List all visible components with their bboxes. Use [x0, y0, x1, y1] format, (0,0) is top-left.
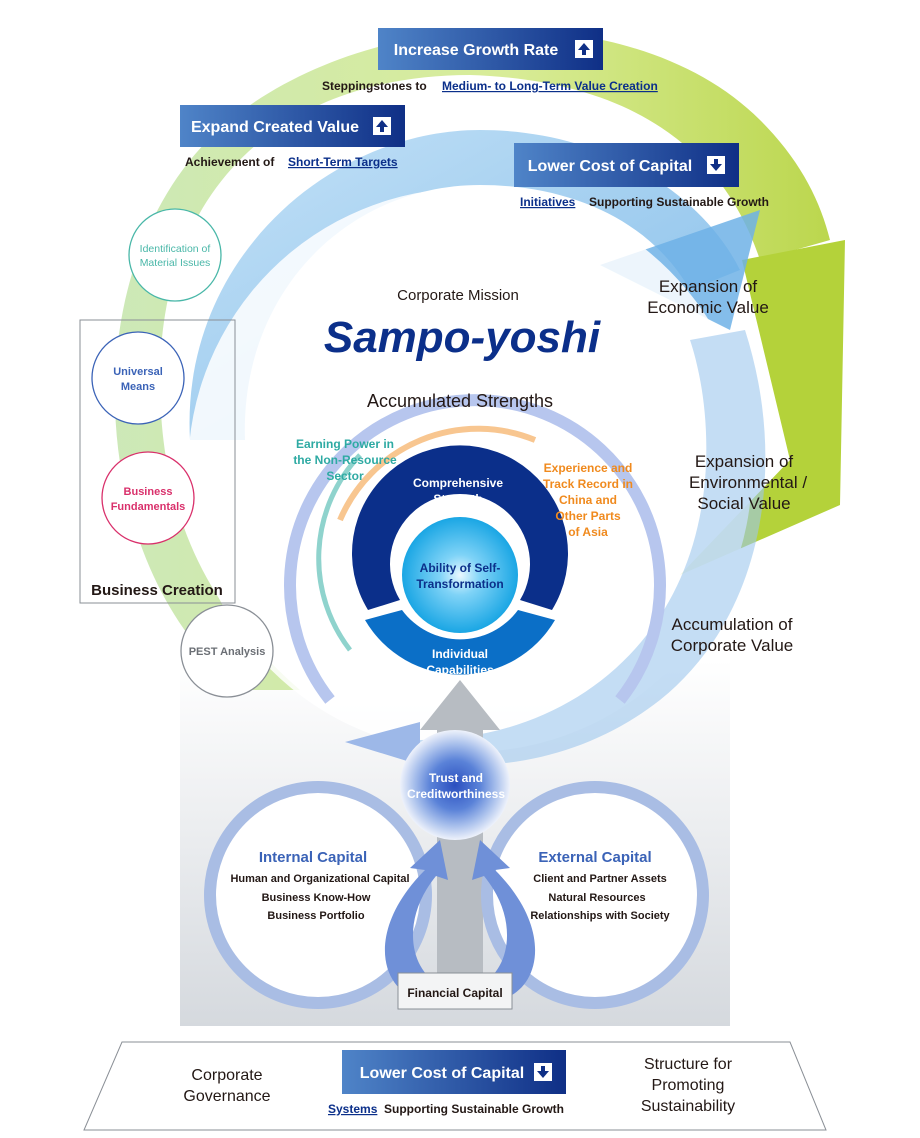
mission-title: Sampo-yoshi	[324, 313, 601, 362]
earning-power-line-2: the Non-Resource	[293, 453, 397, 467]
environmental-line-3: Social Value	[697, 494, 790, 513]
pest-analysis-circle	[180, 604, 274, 698]
arrow-down-icon	[534, 1063, 552, 1081]
blue-arrow-head	[600, 210, 760, 330]
return-arrow	[345, 722, 420, 765]
trust-circle	[400, 730, 510, 840]
lower-cost-caption-suffix: Supporting Sustainable Growth	[589, 195, 769, 209]
earning-power-line-1: Earning Power in	[296, 437, 394, 451]
external-capital-title: External Capital	[538, 849, 651, 866]
earning-power-line-3: Sector	[326, 469, 364, 483]
bottom-systems-link: Systems	[328, 1102, 378, 1116]
business-fundamentals-circle	[101, 451, 195, 545]
expand-value-caption-prefix: Achievement of	[185, 155, 275, 169]
arrow-down-icon	[707, 156, 725, 174]
external-capital-item-2: Natural Resources	[548, 892, 645, 904]
identification-circle	[128, 208, 222, 302]
fundamentals-line-1: Business	[124, 486, 173, 498]
universal-means-circle	[91, 331, 185, 425]
corporate-value-line-2: Corporate Value	[671, 636, 794, 655]
increase-growth-label: Increase Growth Rate	[394, 42, 559, 59]
environmental-line-2: Environmental /	[689, 473, 807, 492]
increase-growth-caption-link: Medium- to Long-Term Value Creation	[442, 79, 658, 93]
green-arrow-head	[680, 240, 845, 575]
experience-arc	[337, 425, 537, 522]
economic-line-2: Economic Value	[647, 298, 769, 317]
increase-growth-caption-prefix: Steppingstones to	[322, 79, 427, 93]
corporate-value-line-1: Accumulation of	[672, 615, 793, 634]
business-creation-label: Business Creation	[91, 582, 223, 599]
internal-capital-item-3: Business Portfolio	[267, 910, 364, 922]
individual-line-2: Capabilities	[426, 663, 494, 677]
self-transformation-line-2: Transformation	[416, 577, 503, 591]
experience-line-2: Track Record in	[543, 477, 633, 491]
pest-analysis-label: PEST Analysis	[189, 646, 266, 658]
experience-line-3: China and	[559, 493, 617, 507]
sustainability-line-2: Promoting	[652, 1077, 725, 1094]
lower-cost-box	[514, 143, 739, 187]
internal-up-arrow	[384, 840, 448, 1000]
universal-line-2: Means	[121, 381, 155, 393]
external-capital-item-3: Relationships with Society	[530, 910, 670, 922]
environmental-line-1: Expansion of	[695, 452, 794, 471]
self-transformation-line-1: Ability of Self-	[420, 561, 501, 575]
lower-blue-arc	[420, 330, 766, 765]
expand-value-label: Expand Created Value	[191, 119, 359, 136]
individual-line-1: Individual	[432, 647, 488, 661]
expand-value-box	[180, 105, 405, 147]
economic-line-1: Expansion of	[659, 277, 758, 296]
comprehensive-line-2: Strength	[433, 492, 482, 506]
sustainability-line-1: Structure for	[644, 1056, 733, 1073]
inner-blue-arc	[189, 130, 740, 440]
earning-power-arc	[316, 453, 362, 652]
trust-line-1: Trust and	[429, 771, 483, 785]
expand-value-caption-link: Short-Term Targets	[288, 155, 398, 169]
lower-cost-label: Lower Cost of Capital	[528, 158, 692, 175]
financial-capital-box	[397, 972, 513, 1010]
external-up-arrow	[472, 840, 536, 1000]
external-capital-item-1: Client and Partner Assets	[533, 873, 666, 885]
sustainability-line-3: Sustainability	[641, 1098, 735, 1115]
business-creation-frame	[79, 319, 236, 604]
outer-green-arc	[114, 30, 831, 690]
internal-capital-ring	[204, 781, 432, 1009]
bottom-lower-cost-label: Lower Cost of Capital	[360, 1065, 524, 1082]
experience-line-5: of Asia	[568, 525, 608, 539]
internal-capital-item-1: Human and Organizational Capital	[230, 873, 409, 885]
trust-line-2: Creditworthiness	[407, 787, 505, 801]
arrow-up-icon	[373, 117, 391, 135]
governance-line-2: Governance	[183, 1088, 270, 1105]
external-capital-ring	[481, 781, 709, 1009]
corporate-mission-label: Corporate Mission	[397, 287, 519, 304]
identification-line-1: Identification of	[140, 243, 211, 255]
universal-line-1: Universal	[113, 366, 163, 378]
self-transformation-core	[402, 517, 518, 633]
governance-line-1: Corporate	[191, 1067, 262, 1084]
internal-capital-item-2: Business Know-How	[262, 892, 371, 904]
comprehensive-line-1: Comprehensive	[413, 476, 503, 490]
fundamentals-line-2: Fundamentals	[111, 501, 186, 513]
bottom-systems-suffix: Supporting Sustainable Growth	[384, 1102, 564, 1116]
financial-capital-label: Financial Capital	[407, 986, 502, 1000]
identification-line-2: Material Issues	[140, 257, 211, 269]
experience-line-4: Other Parts	[555, 509, 621, 523]
strengths-ring-outer	[284, 394, 666, 704]
internal-capital-title: Internal Capital	[259, 849, 367, 866]
strengths-title: Accumulated Strengths	[367, 391, 553, 411]
comprehensive-strength-ring	[352, 445, 568, 610]
lower-cost-caption-link: Initiatives	[520, 195, 576, 209]
arrow-up-icon	[575, 40, 593, 58]
experience-line-1: Experience and	[544, 461, 633, 475]
increase-growth-box	[378, 28, 603, 70]
bottom-lower-cost-box	[342, 1050, 566, 1094]
individual-capabilities-segment	[365, 610, 555, 675]
